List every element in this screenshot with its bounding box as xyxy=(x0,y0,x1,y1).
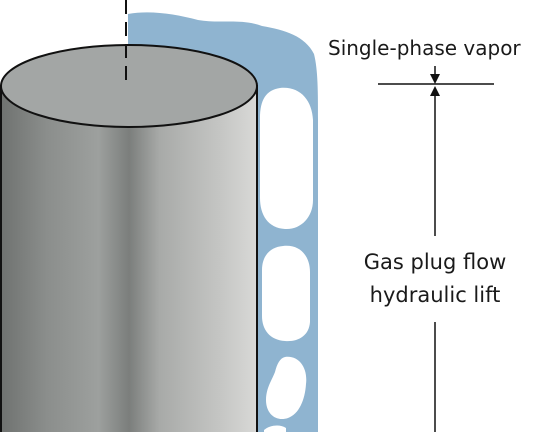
plug-flow-label-line2: hydraulic lift xyxy=(369,283,501,307)
rod-body xyxy=(0,85,258,432)
vapor-bubble xyxy=(262,245,310,342)
plug-flow-label-line1: Gas plug flow xyxy=(363,250,507,274)
rod-top xyxy=(0,44,258,128)
single-phase-vapor-label: Single-phase vapor xyxy=(328,36,521,60)
vapor-bubble xyxy=(264,425,286,432)
plug-flow-label: Gas plug flow hydraulic lift xyxy=(330,246,540,312)
plug-flow-arrow-head xyxy=(430,86,440,96)
vapor-bubble xyxy=(266,356,307,420)
single-phase-arrow-head xyxy=(430,74,440,84)
vapor-bubble xyxy=(260,87,313,230)
